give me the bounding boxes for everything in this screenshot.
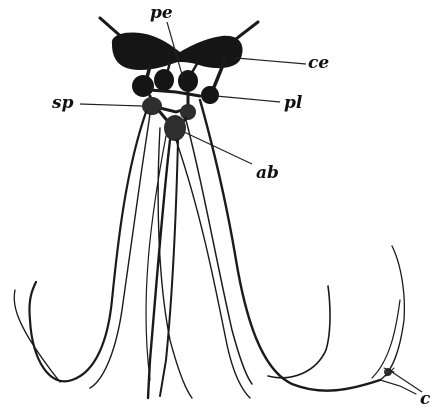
leader-ce <box>236 58 306 64</box>
nerve-right-far-2 <box>372 300 400 378</box>
nerve-left-mid <box>90 114 150 388</box>
ganglion-left-outer <box>132 75 154 97</box>
label-pl: pl <box>284 93 303 113</box>
label-c: c <box>420 389 431 407</box>
abdominal-ganglion <box>164 115 186 141</box>
nerve-to-c <box>380 380 416 394</box>
descending-nerves <box>14 100 416 398</box>
nerve-left-outer <box>29 112 146 381</box>
nerve-right-inner-2 <box>176 140 250 398</box>
ganglion-right-outer <box>201 86 219 104</box>
nerve-right-loop <box>268 286 330 378</box>
label-ce: ce <box>308 53 329 73</box>
ganglion-pl-lower <box>180 104 196 120</box>
label-sp: sp <box>51 93 74 113</box>
nerve-center-3 <box>158 128 192 398</box>
leader-sp <box>80 104 142 106</box>
nerve-center-4 <box>146 136 166 380</box>
ganglion-left-inner <box>154 69 174 91</box>
labels: pe ce sp pl ab c <box>51 3 431 407</box>
ganglion-right-inner <box>178 70 198 92</box>
leader-ab <box>184 132 252 164</box>
pedal-ganglia <box>132 69 219 104</box>
label-pe: pe <box>150 3 173 23</box>
leader-pl <box>216 96 280 102</box>
nerve-left-tip <box>14 290 60 382</box>
label-ab: ab <box>256 163 279 183</box>
nerve-right-far <box>380 246 404 380</box>
leader-lines <box>80 22 422 392</box>
